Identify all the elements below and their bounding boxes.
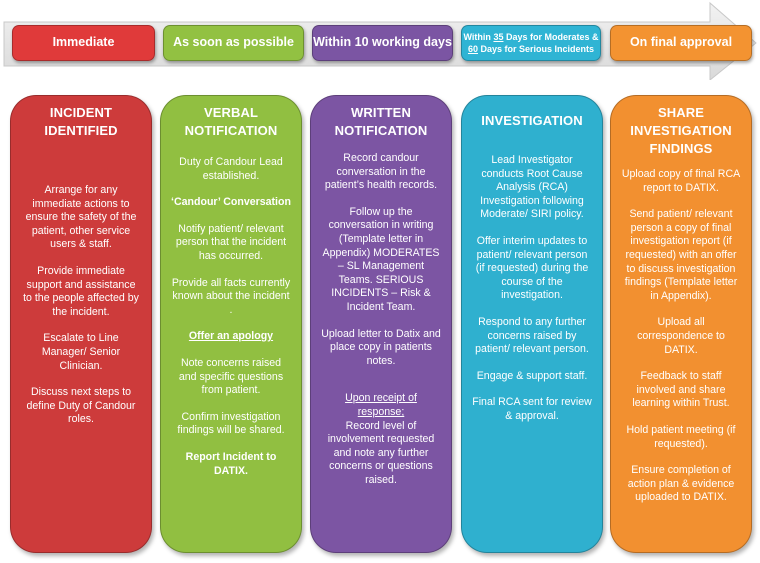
step-text: Arrange for any immediate actions to ens… (25, 184, 137, 251)
stage-investigation-timeframe: Within 35 Days for Moderates & 60 Days f… (461, 25, 601, 61)
step-text: Discuss next steps to define Duty of Can… (26, 386, 136, 426)
stage-immediate: Immediate (12, 25, 155, 61)
step-text: Provide all facts currently known about … (171, 276, 291, 316)
stage-label: On final approval (629, 35, 733, 50)
stage-label: Immediate (52, 35, 115, 50)
step-text: Respond to any further concerns raised b… (475, 315, 589, 356)
column-title: SHARE INVESTIGATION FINDINGS (630, 105, 732, 156)
stage-label: Within 10 working days (313, 35, 452, 50)
step-text: Offer an apology (188, 330, 274, 343)
step-text: Provide immediate support and assistance… (23, 264, 139, 318)
step-text: ‘Candour’ Conversation (171, 196, 291, 209)
stage-as-soon-as-possible: As soon as possible (163, 25, 304, 61)
stage-label: As soon as possible (173, 35, 294, 50)
step-text: Upon receipt of response; (345, 392, 417, 418)
step-text: Final RCA sent for review & approval. (472, 396, 592, 422)
step-text: Lead Investigator conducts Root Cause An… (480, 154, 584, 221)
step-text: Follow up the conversation in writing (T… (322, 205, 440, 313)
step-text: Record level of involvement requested an… (327, 419, 435, 486)
column-written-notification: WRITTEN NOTIFICATION Record candour conv… (310, 95, 452, 553)
stage-on-final-approval: On final approval (610, 25, 752, 61)
step-text: Send patient/ relevant person a copy of … (624, 208, 738, 302)
step-text: Report Incident to DATIX. (185, 450, 277, 477)
column-title: WRITTEN NOTIFICATION (334, 105, 428, 138)
step-text: Confirm investigation findings will be s… (177, 410, 285, 437)
step-text: Offer interim updates to patient/ releva… (475, 234, 589, 302)
step-text: Upload copy of final RCA report to DATIX… (621, 168, 741, 194)
column-incident-identified: INCIDENT IDENTIFIED Arrange for any imme… (10, 95, 152, 553)
step-text: Hold patient meeting (if requested). (626, 423, 736, 450)
step-text: Upload letter to Datix and place copy in… (321, 327, 441, 367)
step-text: Ensure completion of action plan & evide… (627, 464, 735, 504)
column-share-investigation-findings: SHARE INVESTIGATION FINDINGS Upload copy… (610, 95, 752, 553)
step-text: Upload all correspondence to DATIX. (637, 316, 725, 356)
step-text: Escalate to Line Manager/ Senior Clinici… (41, 332, 121, 372)
step-text: Notify patient/ relevant person that the… (175, 222, 287, 262)
step-text: Feedback to staff involved and share lea… (632, 370, 730, 410)
step-text: Engage & support staff. (476, 369, 588, 382)
column-verbal-notification: VERBAL NOTIFICATION Duty of Candour Lead… (160, 95, 302, 553)
step-text: Record candour conversation in the patie… (324, 152, 438, 192)
column-title: INCIDENT IDENTIFIED (44, 105, 118, 138)
column-title: VERBAL NOTIFICATION (184, 105, 278, 138)
step-text: Duty of Candour Lead established. (179, 156, 283, 182)
stage-label: Within 35 Days for Moderates & 60 Days f… (463, 31, 599, 54)
step-text: Note concerns raised and specific questi… (178, 356, 284, 397)
column-investigation: INVESTIGATION Lead Investigator conducts… (461, 95, 603, 553)
column-title: INVESTIGATION (481, 113, 583, 128)
stage-within-10-working-days: Within 10 working days (312, 25, 453, 61)
